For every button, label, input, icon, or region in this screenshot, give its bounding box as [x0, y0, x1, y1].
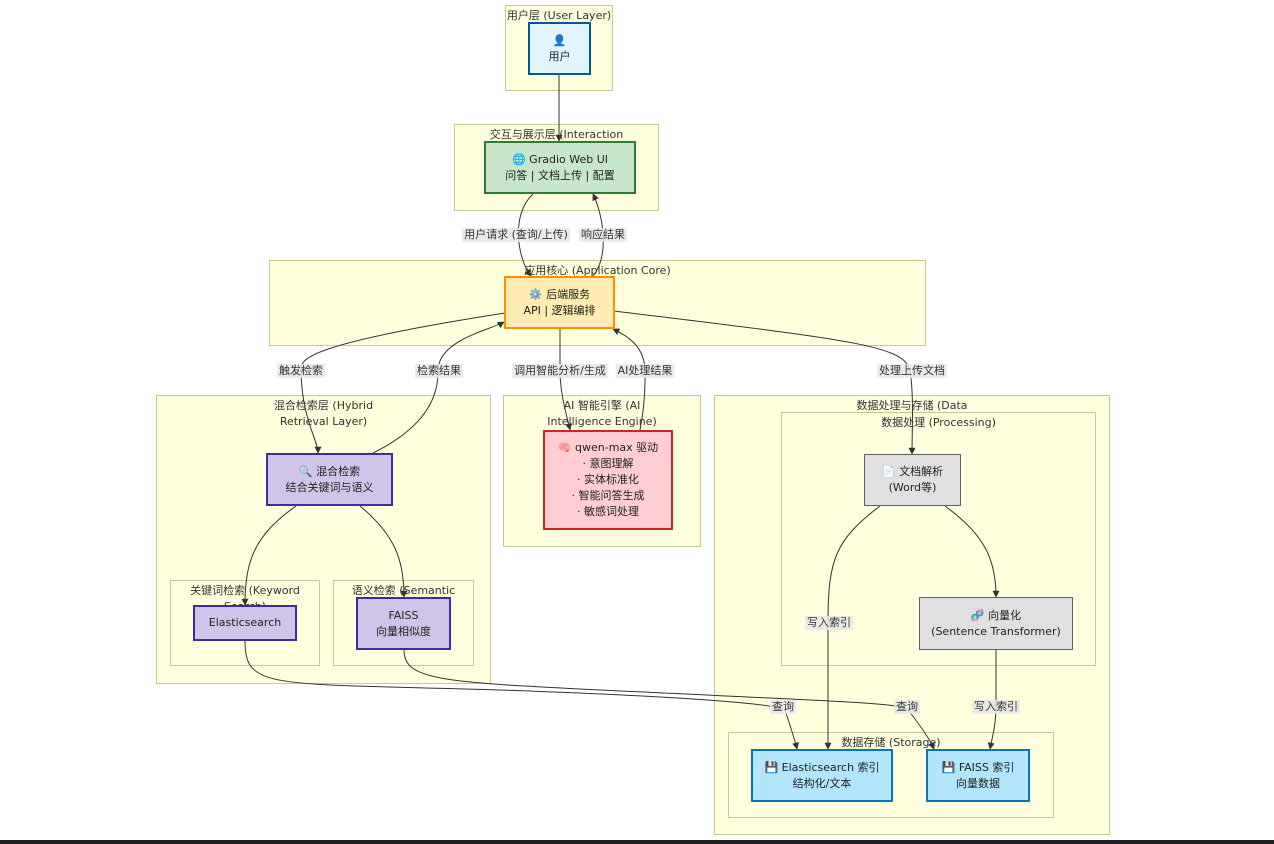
doc-parse-subtitle: (Word等): [888, 481, 937, 494]
user-node-label: 用户: [548, 49, 571, 63]
backend-node-subtitle: API | 逻辑编排: [523, 303, 596, 317]
faiss-node[interactable]: FAISS 向量相似度: [356, 597, 451, 650]
interaction-layer-title: 交互与展示层 (Interaction: [489, 128, 624, 141]
qwen-node-item-qa: · 智能问答生成: [571, 489, 645, 502]
hybrid-retrieval-title: 混合检索层 (Hybrid Retrieval Layer): [273, 399, 374, 428]
window-bottom-bar: [0, 840, 1274, 844]
edge-label-write-index-es: 写入索引: [805, 616, 853, 630]
edge-label-query-faiss: 查询: [894, 700, 920, 714]
hybrid-search-node[interactable]: 🔍 混合检索 结合关键词与语义: [266, 453, 393, 506]
es-index-title: 💾 Elasticsearch 索引: [764, 760, 880, 774]
user-node[interactable]: 👤 用户: [528, 22, 591, 75]
gradio-node-subtitle: 问答 | 文档上传 | 配置: [505, 168, 615, 182]
es-index-subtitle: 结构化/文本: [792, 776, 852, 790]
faiss-index-subtitle: 向量数据: [956, 776, 1000, 790]
edge-label-request: 用户请求 (查询/上传): [462, 228, 570, 242]
qwen-node-item-entity: · 实体标准化: [577, 473, 639, 486]
faiss-index-title: 💾 FAISS 索引: [941, 760, 1015, 774]
ai-engine-title: AI 智能引擎 (AI Intelligence Engine): [547, 399, 657, 428]
edge-label-write-index-faiss: 写入索引: [972, 700, 1020, 714]
qwen-node-item-intent: · 意图理解: [582, 457, 634, 470]
edge-label-query-es: 查询: [770, 700, 796, 714]
backend-service-node[interactable]: ⚙️ 后端服务 API | 逻辑编排: [504, 276, 615, 329]
qwen-max-node[interactable]: 🧠 qwen-max 驱动 · 意图理解 · 实体标准化 · 智能问答生成 · …: [543, 430, 673, 530]
edge-label-trigger-search: 触发检索: [277, 364, 325, 378]
vectorize-subtitle: (Sentence Transformer): [931, 624, 1061, 638]
edge-label-call-ai: 调用智能分析/生成: [512, 364, 608, 378]
hybrid-search-subtitle: 结合关键词与语义: [285, 480, 374, 494]
edge-label-search-result: 检索结果: [415, 364, 463, 378]
edge-label-process-upload: 处理上传文档: [877, 364, 947, 378]
backend-node-title: ⚙️ 后端服务: [528, 287, 591, 301]
vectorize-title: 🧬 向量化: [970, 608, 1022, 622]
application-core-title: 应用核心 (Application Core): [524, 264, 671, 277]
faiss-index-node[interactable]: 💾 FAISS 索引 向量数据: [926, 749, 1030, 802]
qwen-node-title: 🧠 qwen-max 驱动: [557, 441, 659, 454]
doc-parse-title: 📄 文档解析: [881, 465, 944, 478]
processing-title: 数据处理 (Processing): [881, 416, 996, 429]
elasticsearch-node[interactable]: Elasticsearch: [193, 605, 297, 641]
faiss-node-title: FAISS: [388, 608, 419, 622]
gradio-node-title: 🌐 Gradio Web UI: [511, 152, 609, 166]
qwen-node-item-sensitive: · 敏感词处理: [577, 505, 639, 518]
faiss-node-subtitle: 向量相似度: [376, 624, 431, 638]
elasticsearch-index-node[interactable]: 💾 Elasticsearch 索引 结构化/文本: [751, 749, 893, 802]
edge-label-response: 响应结果: [579, 228, 627, 242]
document-parse-node[interactable]: 📄 文档解析 (Word等): [864, 454, 961, 506]
vectorize-node[interactable]: 🧬 向量化 (Sentence Transformer): [919, 597, 1073, 650]
gradio-web-ui-node[interactable]: 🌐 Gradio Web UI 问答 | 文档上传 | 配置: [484, 141, 636, 194]
hybrid-search-title: 🔍 混合检索: [298, 464, 361, 478]
user-icon: 👤: [552, 33, 567, 47]
elasticsearch-node-label: Elasticsearch: [208, 616, 282, 629]
edge-label-ai-result: AI处理结果: [615, 364, 675, 378]
user-layer-title: 用户层 (User Layer): [506, 9, 612, 22]
